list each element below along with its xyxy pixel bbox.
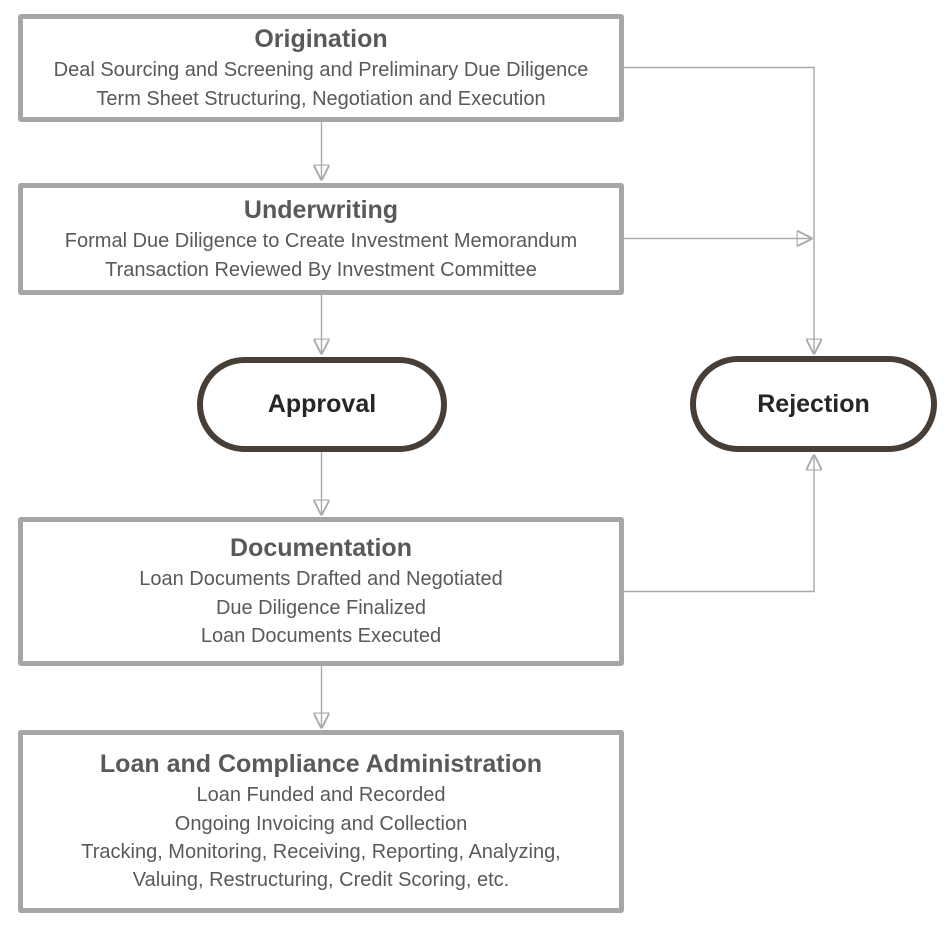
process-box-underwriting: Underwriting Formal Due Diligence to Cre… bbox=[18, 183, 624, 295]
arrow-documentation-to-rejection bbox=[624, 457, 814, 593]
box-line: Loan Documents Drafted and Negotiated bbox=[139, 568, 503, 591]
box-line: Transaction Reviewed By Investment Commi… bbox=[105, 258, 537, 281]
process-box-origination: Origination Deal Sourcing and Screening … bbox=[18, 14, 624, 122]
box-line: Valuing, Restructuring, Credit Scoring, … bbox=[132, 869, 510, 892]
box-title-origination: Origination bbox=[254, 25, 388, 54]
terminal-rejection-label: Rejection bbox=[757, 389, 870, 418]
process-box-loan-and-compliance-administration: Loan and Compliance Administration Loan … bbox=[18, 730, 624, 913]
box-line: Loan Funded and Recorded bbox=[196, 784, 446, 807]
terminal-approval: Approval bbox=[197, 357, 447, 452]
box-line: Loan Documents Executed bbox=[200, 625, 442, 648]
box-line: Term Sheet Structuring, Negotiation and … bbox=[96, 87, 546, 110]
box-line: Tracking, Monitoring, Receiving, Reporti… bbox=[81, 841, 561, 863]
box-title-underwriting: Underwriting bbox=[243, 196, 399, 225]
box-line: Ongoing Invoicing and Collection bbox=[174, 812, 468, 835]
arrow-origination-to-rejection bbox=[624, 66, 814, 353]
terminal-rejection: Rejection bbox=[690, 356, 937, 452]
box-title-loan-and-compliance-administration: Loan and Compliance Administration bbox=[99, 750, 543, 779]
box-title-documentation: Documentation bbox=[230, 534, 412, 563]
process-box-documentation: Documentation Loan Documents Drafted and… bbox=[18, 517, 624, 666]
terminal-approval-label: Approval bbox=[267, 390, 377, 418]
box-line: Deal Sourcing and Screening and Prelimin… bbox=[53, 59, 589, 82]
box-line: Formal Due Diligence to Create Investmen… bbox=[64, 230, 578, 253]
box-line: Due Diligence Finalized bbox=[215, 596, 427, 619]
